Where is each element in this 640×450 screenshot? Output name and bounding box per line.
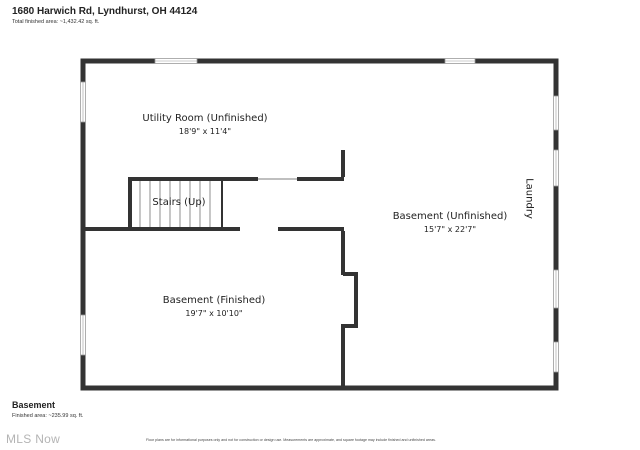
floor-finished-area: Finished area: ~235.99 sq. ft.: [12, 413, 84, 419]
window-right-2: [553, 149, 559, 187]
room-utility: Utility Room (Unfinished) 18'9" x 11'4": [142, 113, 267, 136]
window-top-right: [444, 58, 476, 64]
room-dims-basement-finished: 19'7" x 10'10": [185, 309, 243, 318]
window-right-3: [553, 269, 559, 309]
room-name-basement-unfinished: Basement (Unfinished): [392, 211, 508, 222]
window-right-4: [553, 341, 559, 373]
outer-wall: [80, 58, 559, 391]
room-dims-utility: 18'9" x 11'4": [178, 127, 232, 136]
window-top-left: [154, 58, 198, 64]
total-finished-area: Total finished area: ~1,432.42 sq. ft.: [12, 19, 100, 25]
room-name-laundry: Laundry: [523, 178, 535, 219]
room-basement-unfinished: Basement (Unfinished) 15'7" x 22'7": [393, 211, 508, 234]
room-name-basement-finished: Basement (Finished): [162, 295, 266, 306]
room-basement-finished: Basement (Finished) 19'7" x 10'10": [163, 295, 265, 318]
window-left-upper: [80, 81, 86, 123]
mls-now-logo: MLS Now: [6, 432, 61, 446]
disclaimer-text: Floor plans are for informational purpos…: [146, 438, 436, 442]
stair-treads: [139, 181, 211, 227]
floor-name: Basement: [12, 400, 56, 410]
room-dims-basement-unfinished: 15'7" x 22'7": [423, 225, 477, 234]
room-name-stairs: Stairs (Up): [152, 197, 206, 208]
room-name-utility: Utility Room (Unfinished): [142, 113, 268, 124]
room-stairs: Stairs (Up): [152, 197, 205, 208]
property-address: 1680 Harwich Rd, Lyndhurst, OH 44124: [12, 6, 198, 17]
chimney-jog: [343, 272, 358, 328]
window-right-1: [553, 95, 559, 131]
window-left-lower: [80, 314, 86, 356]
